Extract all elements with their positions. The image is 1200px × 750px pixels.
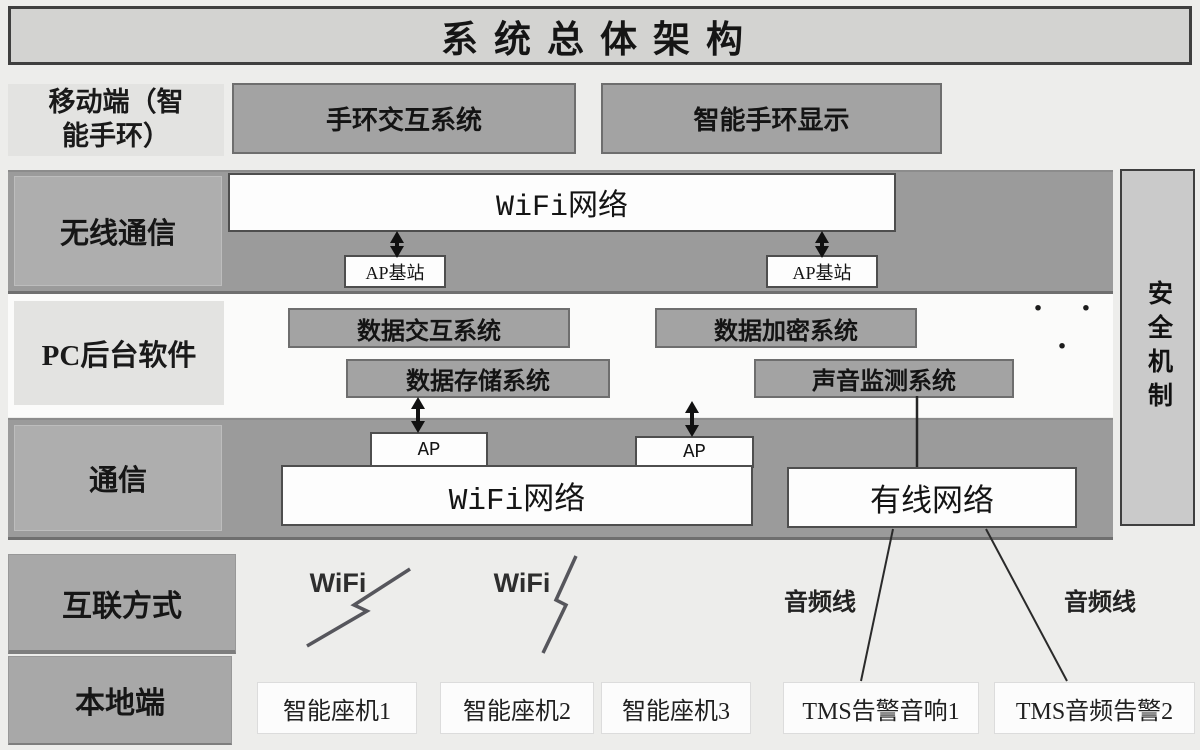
layer-label-mobile-text: 移动端（智能手环） (48, 87, 184, 151)
box-tms-alarm-speaker-1: TMS告警音响1 (783, 682, 979, 734)
box-wifi-network-bottom: WiFi网络 (281, 465, 753, 526)
box-smart-phone-3: 智能座机3 (601, 682, 751, 734)
layer-label-interconnect: 互联方式 (8, 554, 236, 654)
box-ap-node-1: AP (370, 432, 488, 467)
box-ap-base-station-1: AP基站 (344, 255, 446, 288)
audio-line-label-1: 音频线 (784, 589, 856, 616)
more-modules-ellipsis: · · · (1032, 290, 1106, 365)
box-sound-monitoring-system: 声音监测系统 (754, 359, 1014, 398)
box-smart-phone-2: 智能座机2 (440, 682, 594, 734)
box-data-storage-system: 数据存储系统 (346, 359, 610, 398)
box-ap-base-station-2: AP基站 (766, 255, 878, 288)
wifi-link-label-2: WiFi (493, 567, 551, 598)
panel-security-mechanism: 安全机制 (1120, 169, 1195, 526)
audio-line-label-2: 音频线 (1064, 589, 1136, 616)
layer-label-communication: 通信 (14, 425, 222, 531)
diagram-title: 系统总体架构 (8, 6, 1192, 65)
box-smart-bracelet-display: 智能手环显示 (601, 83, 942, 154)
layer-label-wireless: 无线通信 (14, 176, 222, 286)
wifi-link-label-1: WiFi (309, 567, 367, 598)
box-ap-node-2: AP (635, 436, 754, 468)
box-tms-audio-alarm-2: TMS音频告警2 (994, 682, 1195, 734)
box-data-encryption-system: 数据加密系统 (655, 308, 917, 348)
box-data-interaction-system: 数据交互系统 (288, 308, 570, 348)
box-bracelet-interaction-system: 手环交互系统 (232, 83, 576, 154)
layer-label-pc-software: PC后台软件 (14, 301, 224, 405)
layer-label-mobile: 移动端（智能手环） (8, 84, 224, 156)
layer-label-local: 本地端 (8, 656, 232, 745)
box-wifi-network-top: WiFi网络 (228, 173, 896, 232)
box-wired-network: 有线网络 (787, 467, 1077, 528)
box-smart-phone-1: 智能座机1 (257, 682, 417, 734)
